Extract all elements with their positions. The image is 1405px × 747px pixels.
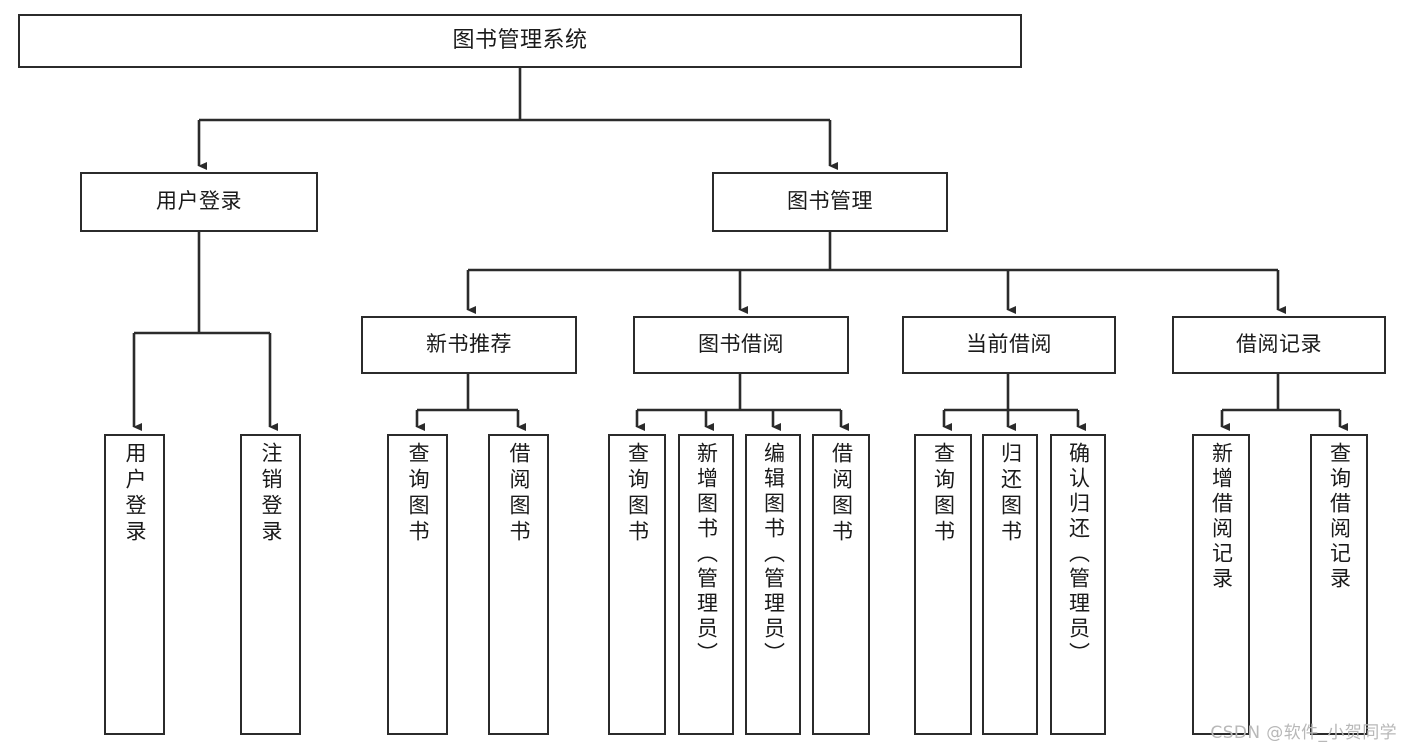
leaf-new-book-query-books[interactable]: 查询图书 bbox=[387, 434, 448, 735]
node-label: 查询图书 bbox=[406, 442, 430, 546]
node-label: 新增图书（管理员） bbox=[694, 442, 719, 667]
leaf-current-borrow-query-books[interactable]: 查询图书 bbox=[914, 434, 972, 735]
leaf-borrow-record-query-record[interactable]: 查询借阅记录 bbox=[1310, 434, 1368, 735]
leaf-book-borrow-edit-book-admin[interactable]: 编辑图书（管理员） bbox=[745, 434, 801, 735]
node-label: 图书管理系统 bbox=[452, 27, 588, 53]
node-label: 查询图书 bbox=[625, 442, 650, 546]
leaf-current-borrow-return-books[interactable]: 归还图书 bbox=[982, 434, 1038, 735]
leaf-new-book-borrow-books[interactable]: 借阅图书 bbox=[488, 434, 549, 735]
leaf-book-borrow-add-book-admin[interactable]: 新增图书（管理员） bbox=[678, 434, 734, 735]
node-book-management[interactable]: 图书管理 bbox=[712, 172, 948, 232]
node-label: 当前借阅 bbox=[966, 332, 1052, 357]
node-label: 用户登录 bbox=[156, 189, 242, 214]
node-label: 确认归还（管理员） bbox=[1066, 442, 1091, 667]
node-label: 新增借阅记录 bbox=[1209, 442, 1234, 592]
leaf-user-login-login[interactable]: 用户登录 bbox=[104, 434, 165, 735]
node-label: 编辑图书（管理员） bbox=[761, 442, 786, 667]
node-label: 查询图书 bbox=[931, 442, 956, 546]
node-label: 借阅记录 bbox=[1236, 332, 1322, 357]
leaf-user-login-logout[interactable]: 注销登录 bbox=[240, 434, 301, 735]
node-label: 归还图书 bbox=[998, 442, 1023, 546]
leaf-book-borrow-query-books[interactable]: 查询图书 bbox=[608, 434, 666, 735]
leaf-borrow-record-add-record[interactable]: 新增借阅记录 bbox=[1192, 434, 1250, 735]
node-label: 借阅图书 bbox=[507, 442, 531, 546]
node-user-login[interactable]: 用户登录 bbox=[80, 172, 318, 232]
node-label: 注销登录 bbox=[259, 442, 283, 546]
leaf-current-borrow-confirm-return-admin[interactable]: 确认归还（管理员） bbox=[1050, 434, 1106, 735]
node-label: 查询借阅记录 bbox=[1327, 442, 1352, 592]
node-label: 借阅图书 bbox=[829, 442, 854, 546]
node-label: 用户登录 bbox=[123, 442, 147, 546]
node-label: 新书推荐 bbox=[426, 332, 512, 357]
node-label: 图书借阅 bbox=[698, 332, 784, 357]
node-root-book-management-system[interactable]: 图书管理系统 bbox=[18, 14, 1022, 68]
node-new-book-recommendation[interactable]: 新书推荐 bbox=[361, 316, 577, 374]
node-book-borrowing[interactable]: 图书借阅 bbox=[633, 316, 849, 374]
node-current-borrowing[interactable]: 当前借阅 bbox=[902, 316, 1116, 374]
node-borrowing-record[interactable]: 借阅记录 bbox=[1172, 316, 1386, 374]
node-label: 图书管理 bbox=[787, 189, 873, 214]
csdn-watermark: CSDN @软件_小贺同学 bbox=[1210, 723, 1397, 743]
leaf-book-borrow-borrow-books[interactable]: 借阅图书 bbox=[812, 434, 870, 735]
